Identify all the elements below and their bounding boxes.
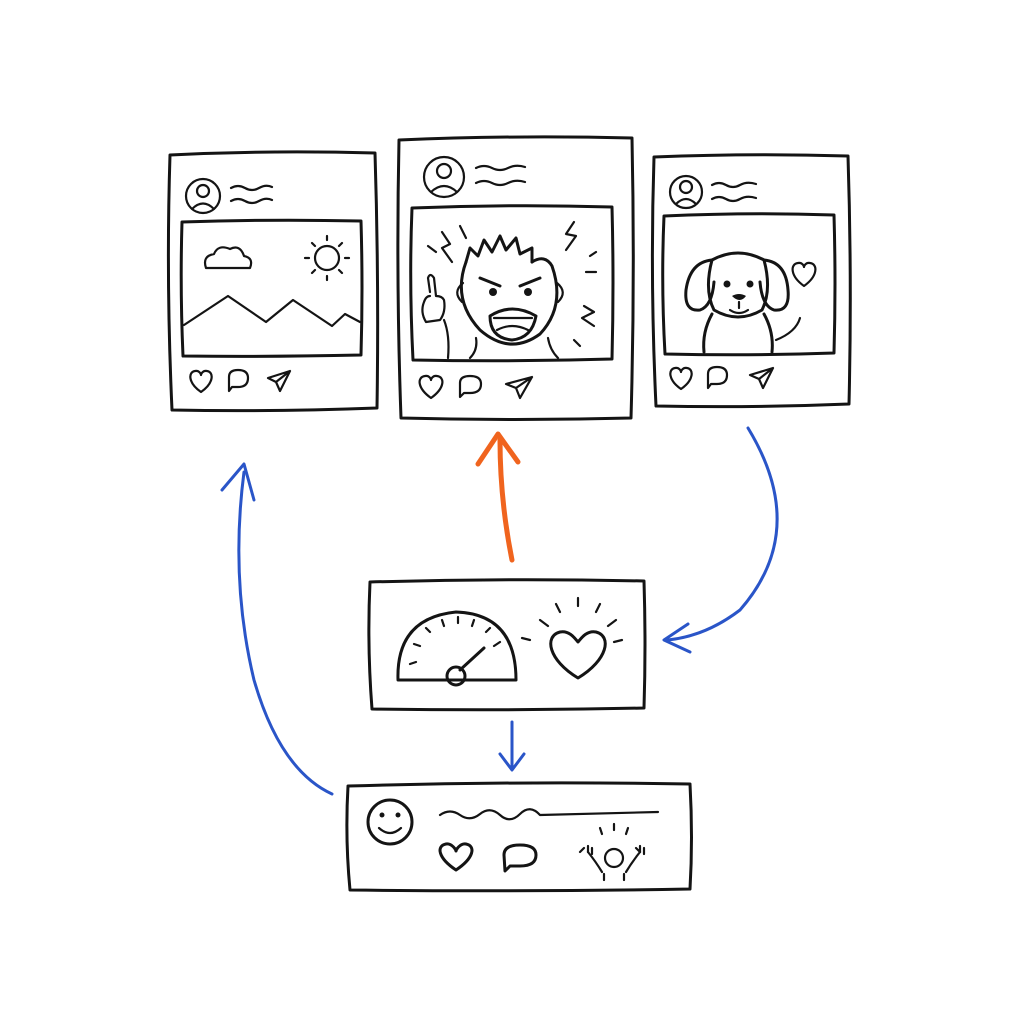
mountains-icon xyxy=(182,294,362,328)
reaction-panel xyxy=(345,781,693,893)
comment-icon xyxy=(227,368,250,393)
dog-image-frame xyxy=(661,212,837,357)
cloud-icon xyxy=(203,246,253,270)
landscape-post-card xyxy=(166,150,380,413)
arrow-dog-to-engagement xyxy=(662,426,779,654)
lightning-icon xyxy=(426,220,598,348)
angry-post-card xyxy=(396,135,635,421)
dog-icon xyxy=(684,251,802,354)
pointing-hand-icon xyxy=(421,273,450,360)
share-icon xyxy=(504,375,534,400)
arrow-engagement-to-reaction xyxy=(498,720,526,772)
sparkling-heart-icon xyxy=(520,596,624,680)
smiley-avatar-icon xyxy=(366,798,414,846)
heart-icon xyxy=(438,842,474,872)
cheering-person-icon xyxy=(578,822,646,882)
person-avatar-icon xyxy=(668,174,704,210)
engagement-panel xyxy=(367,578,647,712)
heart-icon xyxy=(189,369,213,394)
angry-face-icon xyxy=(456,234,564,360)
post-text-scribble xyxy=(438,808,660,821)
landscape-image-frame xyxy=(179,218,364,358)
heart-icon xyxy=(791,261,817,288)
arrow-reaction-to-landscape xyxy=(220,462,334,796)
comment-icon xyxy=(706,365,729,390)
post-header-scribble xyxy=(710,181,758,203)
angry-image-frame xyxy=(409,204,615,363)
post-header-scribble xyxy=(474,164,527,187)
sun-icon xyxy=(303,234,351,282)
share-icon xyxy=(266,369,292,393)
person-avatar-icon xyxy=(184,177,222,215)
heart-icon xyxy=(418,374,444,400)
person-avatar-icon xyxy=(422,155,466,199)
post-header-scribble xyxy=(229,184,274,205)
share-icon xyxy=(748,366,775,390)
speedometer-icon xyxy=(396,610,518,687)
comment-icon xyxy=(502,843,538,873)
heart-icon xyxy=(669,366,693,391)
arrow-engagement-to-angry xyxy=(475,431,521,563)
comment-icon xyxy=(458,374,483,399)
dog-post-card xyxy=(650,153,852,409)
